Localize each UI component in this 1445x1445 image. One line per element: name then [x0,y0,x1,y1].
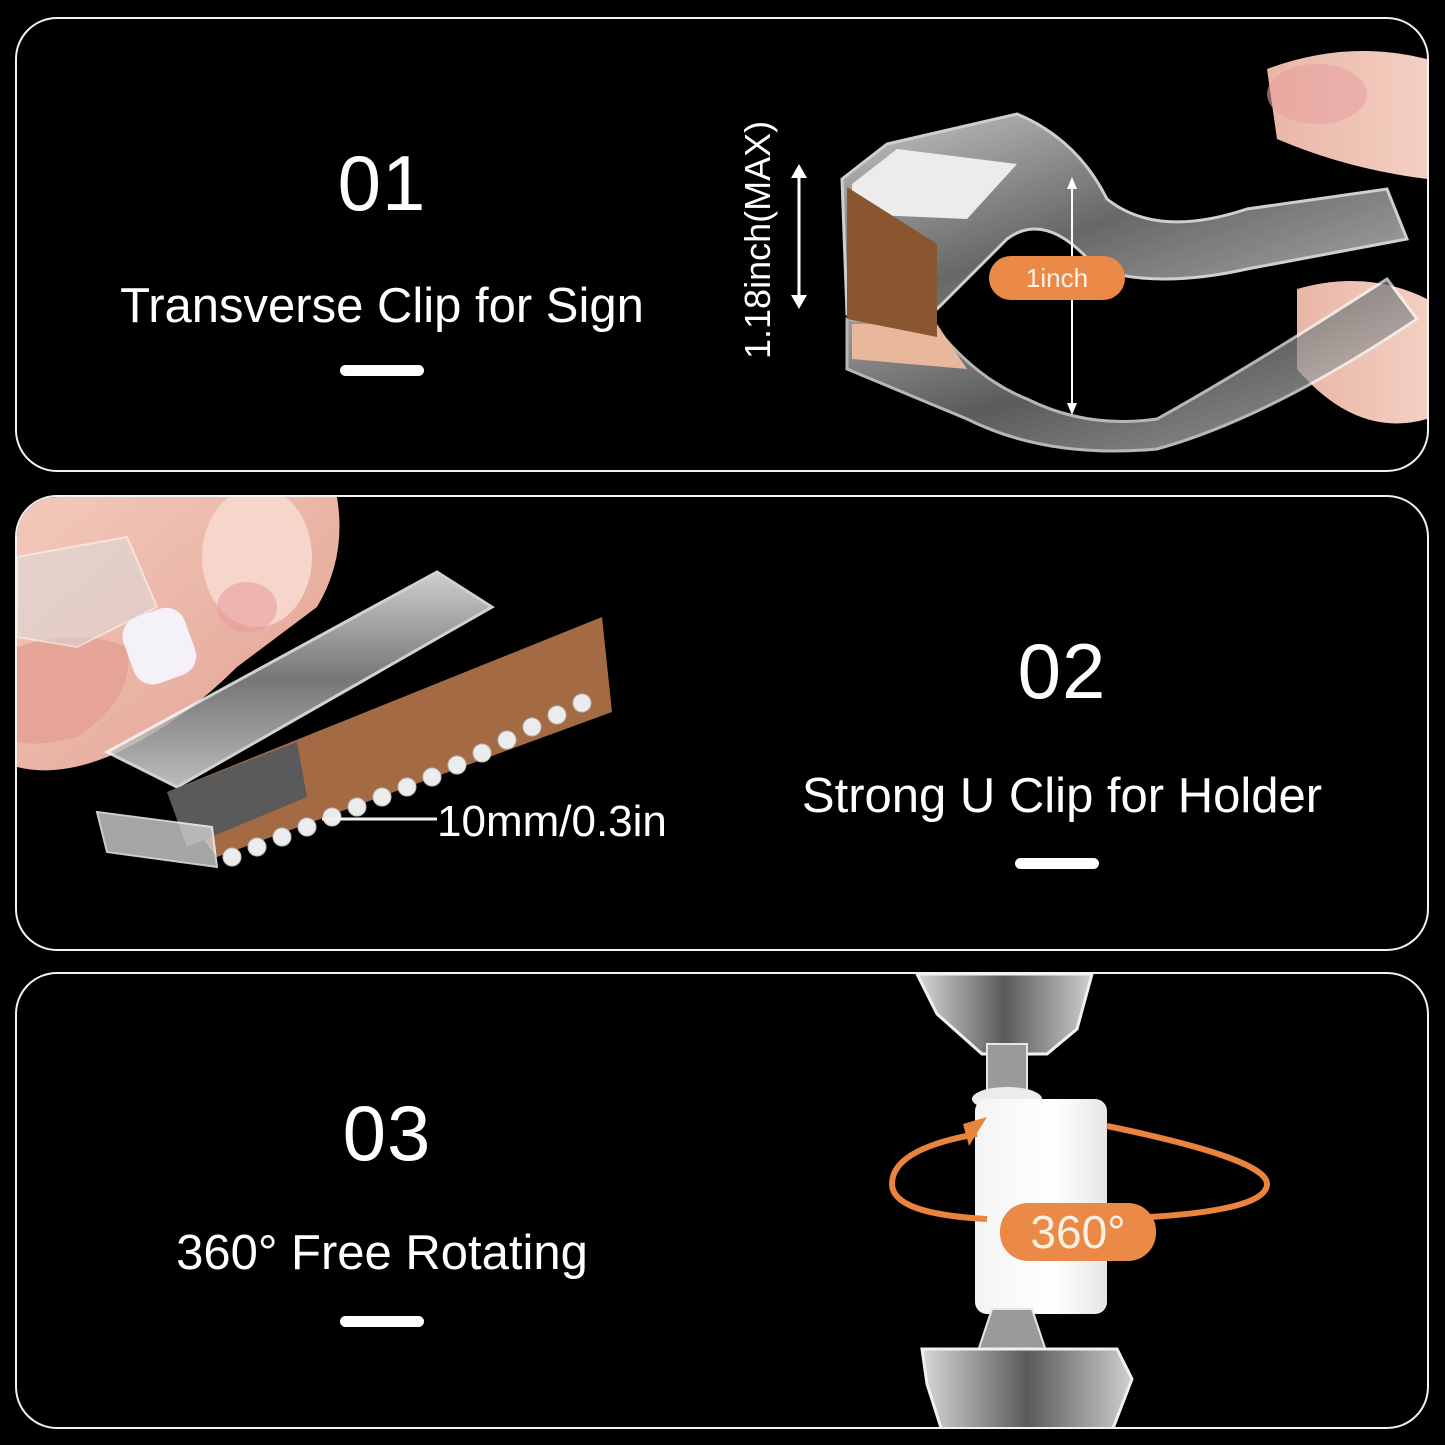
swivel-joint-photo [847,974,1307,1427]
feature-title: Strong U Clip for Holder [801,769,1323,823]
max-opening-label: 1.18inch(MAX) [737,120,778,359]
rotation-badge: 360° [1000,1203,1156,1261]
title-underline [1015,858,1099,869]
u-clip-photo [17,497,717,949]
transverse-clip-photo [827,39,1427,459]
feature-number: 02 [1017,627,1107,715]
feature-number: 01 [337,139,427,227]
jaw-width-label: 10mm/0.3in [437,797,667,846]
feature-panel-transverse-clip: 01 Transverse Clip for Sign 1.18inch(MAX… [15,17,1429,472]
opening-badge: 1inch [989,256,1125,300]
feature-panel-rotating: 03 360° Free Rotating [15,972,1429,1429]
feature-title: Transverse Clip for Sign [120,279,644,333]
feature-panel-u-clip: 10mm/0.3in 02 Strong U Clip for Holder [15,495,1429,951]
title-underline [340,365,424,376]
title-underline [340,1316,424,1327]
feature-title: 360° Free Rotating [176,1226,588,1280]
double-arrow-icon [787,164,811,309]
feature-number: 03 [342,1089,432,1177]
